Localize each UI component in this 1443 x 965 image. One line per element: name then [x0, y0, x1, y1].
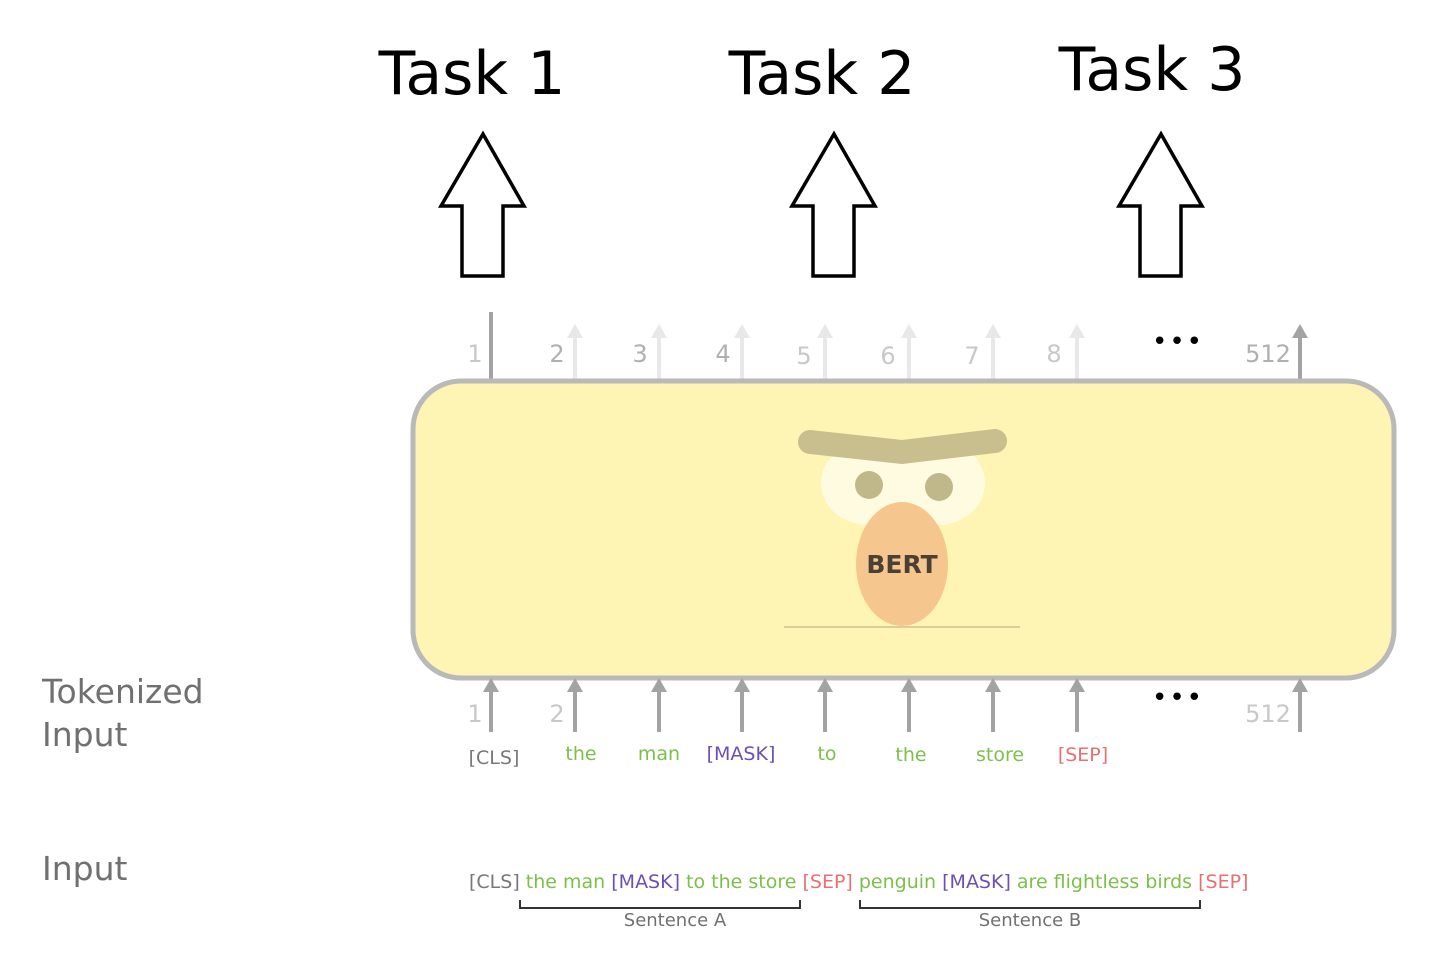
- task-2-title: Task 2: [728, 39, 916, 109]
- input-position-2: 2: [549, 700, 564, 728]
- input-arrow-4-head-icon: [734, 678, 750, 692]
- output-arrow-2-head-icon: [567, 324, 583, 338]
- output-arrow-9-head-icon: [1292, 324, 1308, 338]
- output-position-2: 2: [549, 340, 564, 368]
- output-arrow-5-head-icon: [817, 324, 833, 338]
- token-5: to: [817, 743, 836, 765]
- input-positions: 1 2 512: [467, 700, 1291, 728]
- input-segment-8: are flightless birds: [1011, 871, 1192, 893]
- task-3-up-arrow-icon: [1115, 130, 1206, 278]
- token-2: the: [565, 743, 596, 765]
- sentence-b-bracket: [859, 900, 1201, 909]
- output-arrow-8-head-icon: [1069, 324, 1085, 338]
- output-arrow-6-head-icon: [901, 324, 917, 338]
- task-1-title: Task 1: [378, 39, 566, 109]
- output-ellipsis: •••: [1152, 327, 1204, 357]
- sentence-a-label: Sentence A: [624, 910, 727, 931]
- input-segment-6: penguin: [853, 871, 936, 893]
- input-segment-1: [CLS]: [469, 871, 520, 893]
- sentence-b-label: Sentence B: [979, 910, 1082, 931]
- token-6: the: [895, 744, 926, 766]
- left-pupil: [855, 471, 883, 499]
- tokens-row: [CLS] the man [MASK] to the store [SEP]: [469, 743, 1109, 769]
- input-segment-7: [MASK]: [936, 871, 1011, 893]
- sentence-a-bracket: [519, 900, 801, 909]
- task-1-up-arrow-icon: [437, 130, 528, 278]
- output-arrow-4-head-icon: [734, 324, 750, 338]
- output-arrows: [489, 312, 1308, 380]
- token-8: [SEP]: [1058, 744, 1108, 766]
- output-position-4: 4: [715, 340, 730, 368]
- output-position-8: 8: [1046, 340, 1061, 368]
- input-arrow-1-head-icon: [483, 678, 499, 692]
- token-1: [CLS]: [469, 747, 520, 769]
- right-pupil: [925, 473, 953, 501]
- input-arrow-3-head-icon: [651, 678, 667, 692]
- input-segment-9: [SEP]: [1192, 871, 1248, 893]
- token-3: man: [638, 743, 680, 765]
- input-segment-5: [SEP]: [796, 871, 852, 893]
- model-name: BERT: [866, 550, 937, 579]
- output-arrow-7-head-icon: [985, 324, 1001, 338]
- token-4: [MASK]: [707, 743, 776, 765]
- nose: [856, 502, 948, 626]
- output-position-1: 1: [467, 340, 482, 368]
- input-segment-4: to the store: [680, 871, 796, 893]
- output-positions: 1 2 3 4 5 6 7 8 512: [467, 340, 1291, 370]
- tokenized-input-label-line1: Tokenized: [41, 672, 204, 711]
- input-arrow-6-head-icon: [901, 678, 917, 692]
- output-position-7: 7: [964, 342, 979, 370]
- output-position-3: 3: [632, 340, 647, 368]
- input-sentence: [CLS] the man [MASK] to the store [SEP] …: [469, 871, 1248, 893]
- input-label: Input: [42, 849, 128, 888]
- input-segment-2: the man: [520, 871, 605, 893]
- output-arrow-3-head-icon: [651, 324, 667, 338]
- eyebrow-icon: [798, 429, 1007, 464]
- output-position-6: 6: [880, 342, 895, 370]
- input-position-1: 1: [467, 700, 482, 728]
- input-segment-3: [MASK]: [605, 871, 680, 893]
- input-arrows: [483, 678, 1308, 732]
- input-arrow-7-head-icon: [985, 678, 1001, 692]
- task-3-title: Task 3: [1058, 35, 1246, 105]
- input-arrow-8-head-icon: [1069, 678, 1085, 692]
- input-arrow-9-head-icon: [1292, 678, 1308, 692]
- input-position-512: 512: [1245, 700, 1291, 728]
- task-2-up-arrow-icon: [788, 130, 879, 278]
- input-arrow-2-head-icon: [567, 678, 583, 692]
- input-ellipsis: •••: [1152, 683, 1204, 713]
- output-position-512: 512: [1245, 340, 1291, 368]
- token-7: store: [976, 744, 1024, 766]
- bert-face: BERT: [784, 429, 1020, 628]
- output-position-5: 5: [796, 342, 811, 370]
- tokenized-input-label-line2: Input: [42, 715, 128, 754]
- input-arrow-5-head-icon: [817, 678, 833, 692]
